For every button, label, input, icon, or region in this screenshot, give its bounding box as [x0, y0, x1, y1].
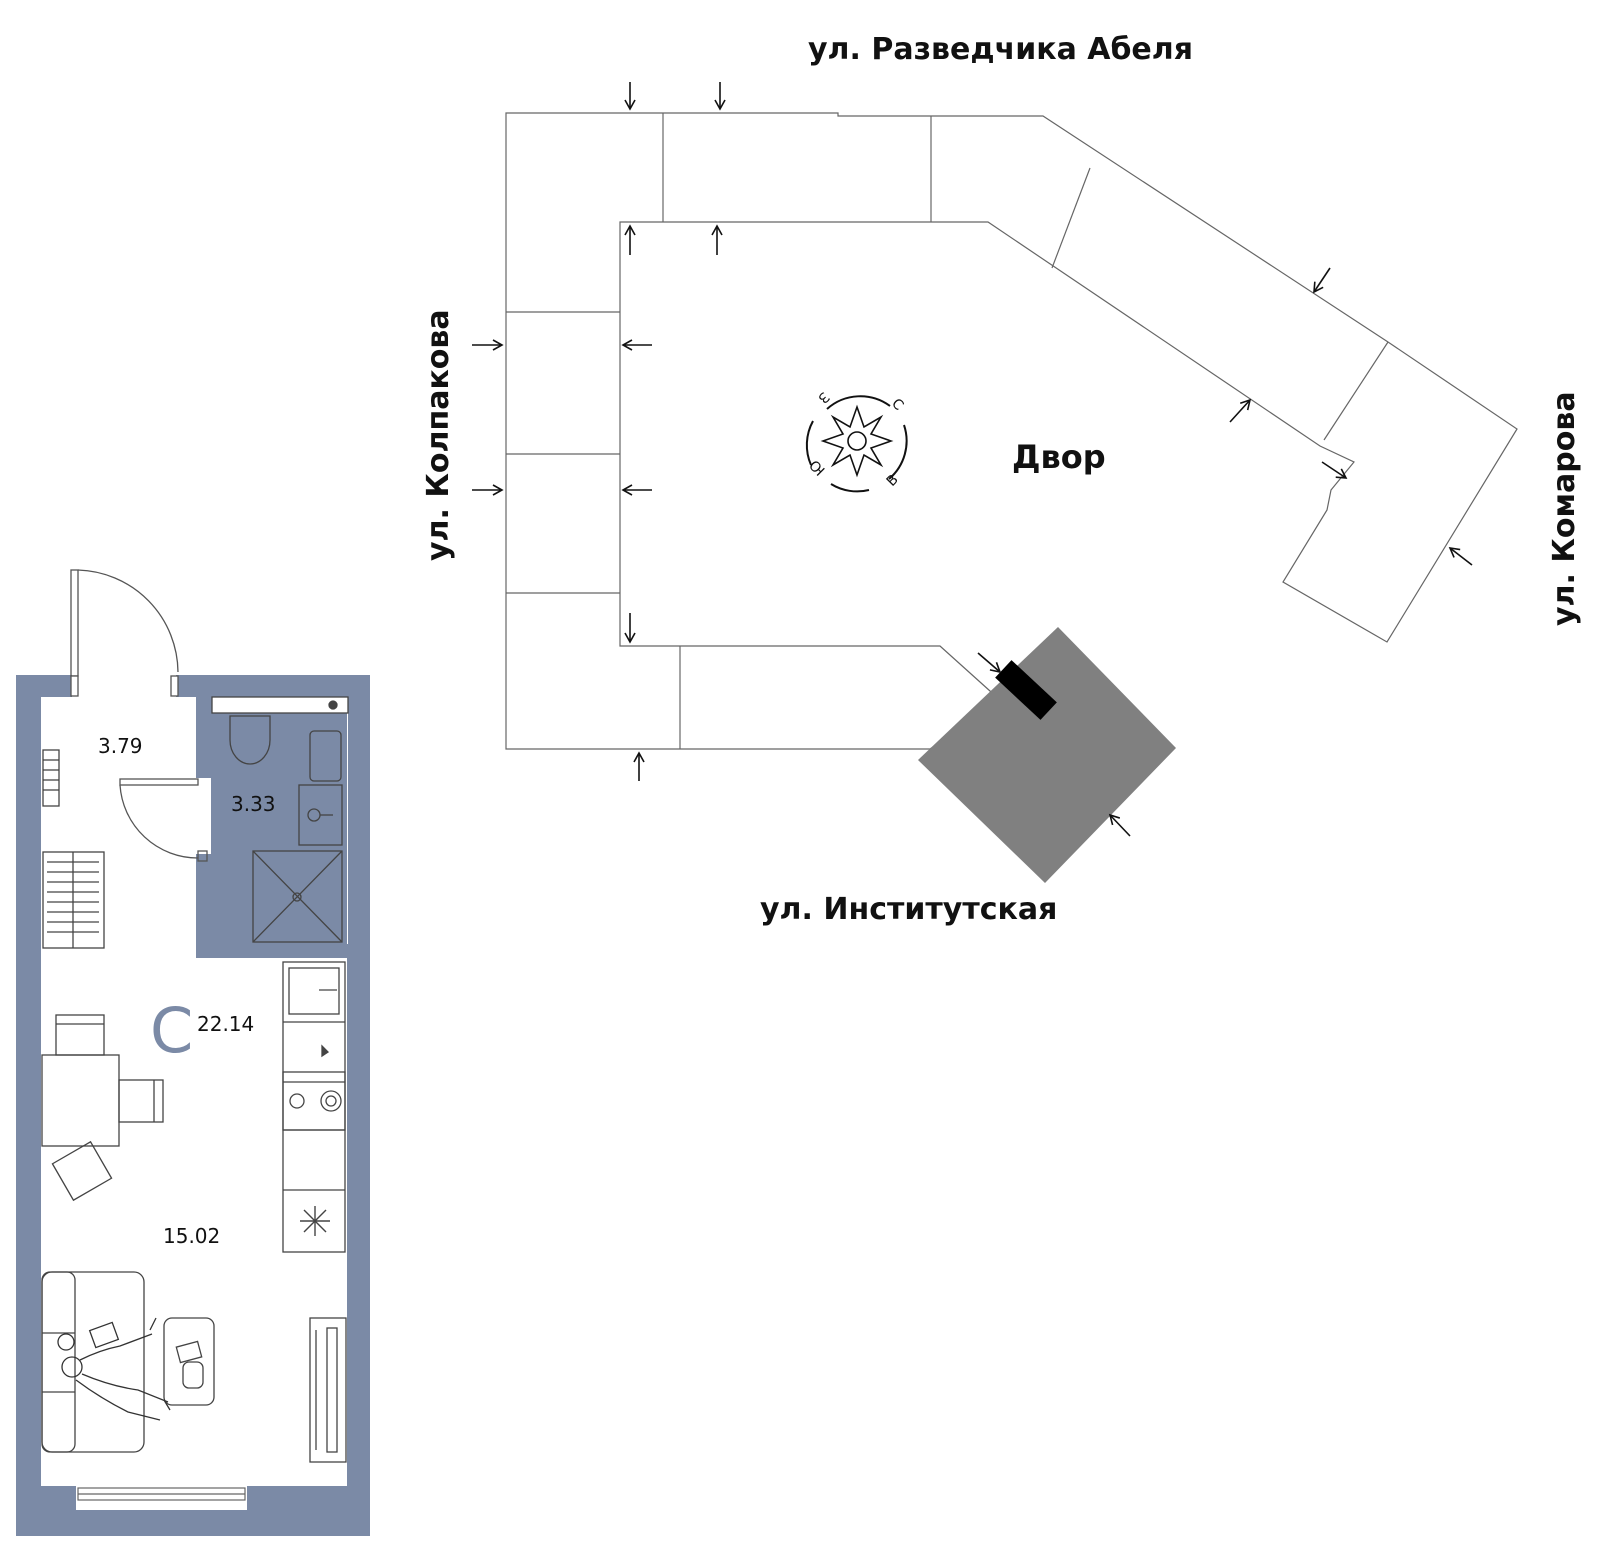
towel-rail	[211, 696, 349, 714]
street-west-label: ул. Колпакова	[421, 309, 456, 561]
outer-walls	[16, 675, 370, 1536]
toilet-icon	[229, 715, 271, 765]
yard-label: Двор	[1012, 438, 1106, 476]
section-divider	[1323, 341, 1389, 441]
entrance-arrow	[1448, 546, 1473, 566]
chair	[51, 1140, 113, 1202]
bathroom-wall	[196, 944, 348, 958]
dining-table	[41, 1054, 120, 1147]
compass-west-label: З	[814, 388, 832, 406]
tv-unit	[309, 1317, 347, 1463]
person-icon	[57, 1317, 171, 1421]
kitchen-sink-icon	[288, 967, 340, 1015]
hallway-area: 3.79	[98, 734, 143, 758]
entrance-arrow	[977, 652, 1002, 674]
apartment-plan: 3.79 3.33 15.02 22.14 С	[16, 569, 370, 1536]
boiler-icon	[309, 730, 342, 782]
site-plan	[505, 112, 1518, 750]
balcony-window	[77, 1487, 246, 1501]
sink-icon	[298, 784, 343, 846]
entry-door[interactable]	[70, 569, 179, 697]
building-outline	[505, 112, 1518, 750]
compass-rose: С В Ю З	[805, 388, 908, 493]
radiator	[42, 749, 60, 807]
chair	[118, 1079, 164, 1123]
compass-star-icon	[820, 404, 894, 478]
compass-east-label: В	[884, 472, 902, 490]
chair	[55, 1014, 105, 1056]
entrance-arrows	[472, 82, 1473, 837]
coffee-table	[163, 1317, 215, 1406]
entrance-marker	[995, 660, 1057, 720]
highlighted-section[interactable]	[918, 627, 1176, 883]
entrance-arrow	[1229, 398, 1252, 423]
entrance-arrow	[1321, 461, 1348, 479]
wardrobe	[42, 851, 105, 949]
bathroom-area: 3.33	[231, 792, 276, 816]
apartment-type-letter: С	[150, 994, 193, 1067]
sofa	[41, 1271, 145, 1453]
compass-north-label: С	[888, 396, 906, 414]
street-south-label: ул. Институтская	[760, 892, 1057, 927]
entrance-arrow	[1108, 813, 1131, 837]
fridge-snowflake-icon	[300, 1206, 330, 1236]
entrance-arrow	[1313, 267, 1331, 294]
bathroom-fixtures	[211, 696, 349, 943]
kitchen	[282, 961, 346, 1253]
street-east-label: ул. Комарова	[1547, 391, 1582, 626]
shower-icon	[252, 850, 343, 943]
dining-set	[41, 1014, 164, 1202]
total-area: 22.14	[197, 1012, 254, 1036]
living-room-area: 15.02	[163, 1224, 220, 1248]
bathroom-door[interactable]	[119, 778, 208, 862]
section-divider	[1051, 167, 1091, 269]
street-north-label: ул. Разведчика Абеля	[808, 32, 1193, 67]
